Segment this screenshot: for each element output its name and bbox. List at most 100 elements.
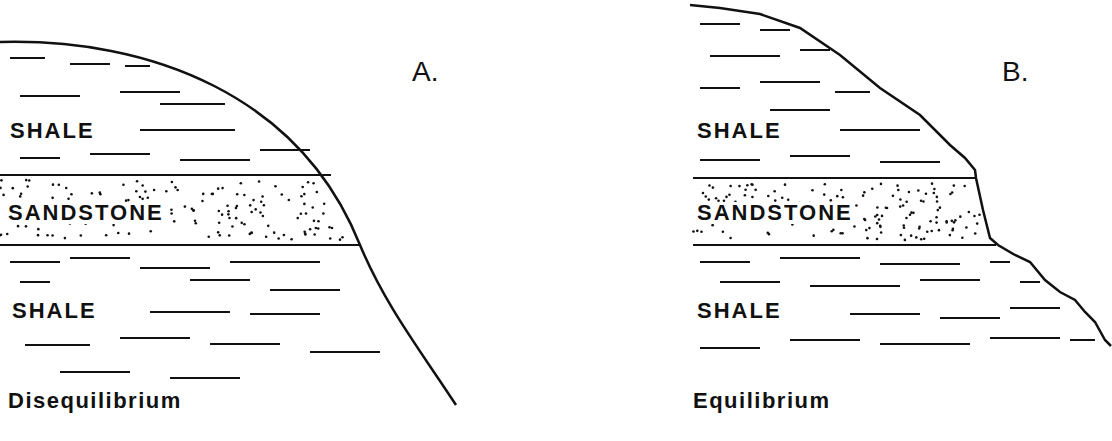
sand-grain bbox=[951, 229, 954, 232]
sand-grain bbox=[221, 213, 224, 216]
sand-grain bbox=[729, 237, 732, 240]
shale-dash bbox=[760, 81, 820, 83]
sand-grain bbox=[149, 230, 152, 233]
sand-grain bbox=[862, 194, 865, 197]
sand-grain bbox=[933, 192, 936, 195]
shale-dash bbox=[790, 155, 850, 157]
sand-grain bbox=[20, 193, 23, 196]
sand-grain bbox=[303, 193, 306, 196]
sand-grain bbox=[240, 222, 243, 225]
sand-grain bbox=[787, 199, 790, 202]
sand-grain bbox=[725, 196, 728, 199]
shale-dash bbox=[1020, 281, 1040, 283]
shale-dash bbox=[700, 261, 750, 263]
shale-dash bbox=[710, 55, 780, 57]
sand-grain bbox=[141, 184, 144, 187]
sand-grain bbox=[267, 225, 270, 228]
state-caption: Disequilibrium bbox=[8, 390, 182, 412]
sand-grain bbox=[17, 225, 20, 228]
sand-grain bbox=[139, 196, 142, 199]
sand-grain bbox=[811, 189, 814, 192]
shale-dash bbox=[140, 267, 210, 269]
sand-grain bbox=[899, 205, 902, 208]
slope-profile bbox=[690, 5, 1111, 346]
shale-dash bbox=[790, 339, 860, 341]
sand-grain bbox=[254, 208, 257, 211]
shale-dash bbox=[20, 281, 50, 283]
sand-grain bbox=[908, 191, 911, 194]
shale-dash bbox=[180, 159, 250, 161]
sand-grain bbox=[853, 225, 856, 228]
sand-grain bbox=[968, 211, 971, 214]
sand-grain bbox=[738, 185, 741, 188]
shale-dash bbox=[800, 49, 830, 51]
sand-grain bbox=[920, 238, 923, 241]
shale-dash bbox=[700, 347, 760, 349]
sand-grain bbox=[902, 224, 905, 227]
sand-grain bbox=[202, 193, 205, 196]
sand-grain bbox=[0, 187, 2, 190]
sand-grain bbox=[171, 181, 174, 184]
shale-dash bbox=[160, 103, 225, 105]
sand-grain bbox=[25, 225, 28, 228]
sand-grain bbox=[105, 234, 108, 237]
sand-grain bbox=[926, 230, 929, 233]
shale-dash bbox=[230, 261, 320, 263]
sand-grain bbox=[931, 182, 934, 185]
sand-grain bbox=[273, 231, 276, 234]
sand-grain bbox=[99, 193, 102, 196]
sand-grain bbox=[824, 183, 827, 186]
rock-unit-label: SHALE bbox=[10, 300, 99, 322]
shale-dash bbox=[880, 343, 970, 345]
sand-grain bbox=[0, 233, 2, 236]
shale-dash bbox=[835, 91, 870, 93]
sand-grain bbox=[900, 234, 903, 237]
sand-grain bbox=[929, 220, 932, 223]
sand-grain bbox=[754, 189, 757, 192]
rock-unit-label: SHALE bbox=[695, 120, 784, 142]
sand-grain bbox=[768, 233, 771, 236]
sand-grain bbox=[252, 199, 255, 202]
sand-grain bbox=[322, 212, 325, 215]
bed-contact bbox=[693, 244, 996, 246]
sand-grain bbox=[260, 200, 263, 203]
sand-grain bbox=[52, 183, 55, 186]
sand-grain bbox=[892, 195, 895, 198]
shale-dash bbox=[880, 263, 960, 265]
shale-dash bbox=[20, 95, 80, 97]
sand-grain bbox=[880, 183, 883, 186]
bed-contact bbox=[0, 174, 331, 176]
shale-dash bbox=[210, 343, 280, 345]
sand-grain bbox=[866, 237, 869, 240]
sand-grain bbox=[978, 213, 981, 216]
shale-dash bbox=[780, 257, 860, 259]
sand-grain bbox=[250, 231, 253, 234]
sand-grain bbox=[296, 217, 299, 220]
sand-grain bbox=[954, 219, 957, 222]
sand-grain bbox=[231, 225, 234, 228]
sand-grain bbox=[885, 206, 888, 209]
sand-grain bbox=[6, 233, 9, 236]
shale-dash bbox=[310, 351, 380, 353]
sand-grain bbox=[277, 237, 280, 240]
sand-grain bbox=[897, 189, 900, 192]
shale-dash bbox=[720, 281, 780, 283]
shale-dash bbox=[10, 57, 45, 59]
shale-dash bbox=[170, 377, 240, 379]
sand-grain bbox=[176, 189, 179, 192]
sand-grain bbox=[863, 191, 866, 194]
shale-dash bbox=[700, 159, 760, 161]
sand-grain bbox=[311, 206, 314, 209]
shale-dash bbox=[250, 313, 320, 315]
sand-grain bbox=[328, 226, 331, 229]
sand-grain bbox=[923, 237, 926, 240]
sand-grain bbox=[243, 194, 246, 197]
rock-unit-label: SANDSTONE bbox=[695, 202, 855, 224]
sand-grain bbox=[965, 226, 968, 229]
sand-grain bbox=[863, 218, 866, 221]
sand-grain bbox=[918, 227, 921, 230]
sandstone-pattern bbox=[0, 179, 981, 241]
sand-grain bbox=[899, 198, 902, 201]
sand-grain bbox=[922, 200, 925, 203]
sand-grain bbox=[855, 204, 858, 207]
